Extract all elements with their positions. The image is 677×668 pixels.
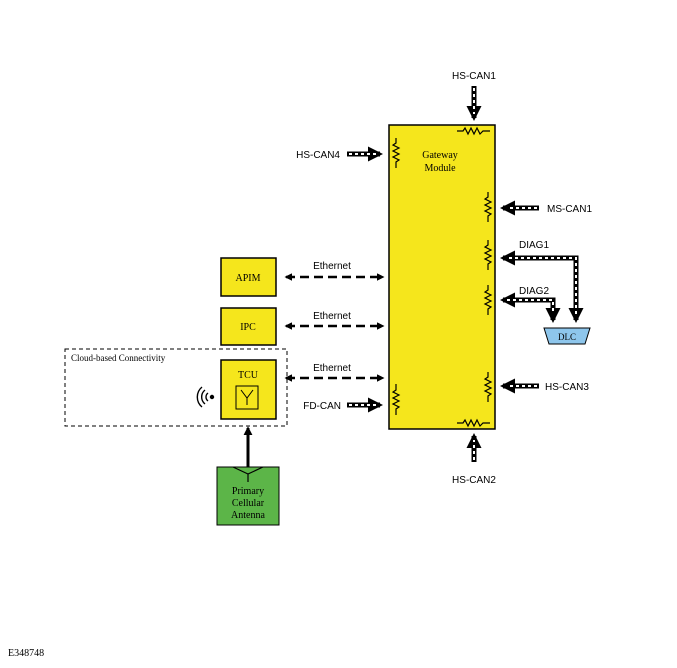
ethernet-ipc-label: Ethernet [313, 311, 351, 322]
tcu-module: TCU [220, 359, 277, 420]
hs-can4-label: HS-CAN4 [296, 150, 340, 161]
antenna-label-line1: Primary [232, 486, 264, 497]
dlc-connector: DLC [543, 327, 591, 345]
dlc-label: DLC [558, 332, 576, 342]
cloud-connectivity-label: Cloud-based Connectivity [71, 353, 166, 363]
hs-can3-label: HS-CAN3 [545, 382, 589, 393]
apim-label: APIM [235, 273, 260, 284]
gateway-label-line2: Module [424, 163, 456, 174]
tcu-label: TCU [238, 370, 259, 381]
antenna-symbol-icon [235, 385, 259, 410]
antenna-label-line2: Cellular [232, 498, 265, 509]
ethernet-links: Ethernet Ethernet Ethernet [284, 261, 385, 382]
hs-can2-label: HS-CAN2 [452, 475, 496, 486]
gateway-module: Gateway Module [388, 124, 496, 430]
bus-connectors [347, 86, 584, 462]
hs-can1-label: HS-CAN1 [452, 71, 496, 82]
diag1-connector [500, 250, 584, 323]
diag1-label: DIAG1 [519, 240, 549, 251]
ms-can1-label: MS-CAN1 [547, 204, 592, 215]
gateway-label-line1: Gateway [422, 150, 458, 161]
ethernet-apim-label: Ethernet [313, 261, 351, 272]
primary-cellular-antenna: Primary Cellular Antenna [216, 466, 280, 526]
diag2-label: DIAG2 [519, 286, 549, 297]
ethernet-tcu-label: Ethernet [313, 363, 351, 374]
ipc-label: IPC [240, 322, 256, 333]
ipc-module: IPC [220, 307, 277, 346]
diag2-connector [500, 292, 561, 323]
apim-module: APIM [220, 257, 277, 297]
figure-id: E348748 [8, 648, 44, 659]
wireless-signal-icon [196, 386, 215, 408]
antenna-label-line3: Antenna [231, 510, 265, 521]
fd-can-label: FD-CAN [303, 401, 341, 412]
cloud-connectivity-group: Cloud-based Connectivity [64, 348, 288, 427]
resistor-icon [391, 126, 493, 428]
